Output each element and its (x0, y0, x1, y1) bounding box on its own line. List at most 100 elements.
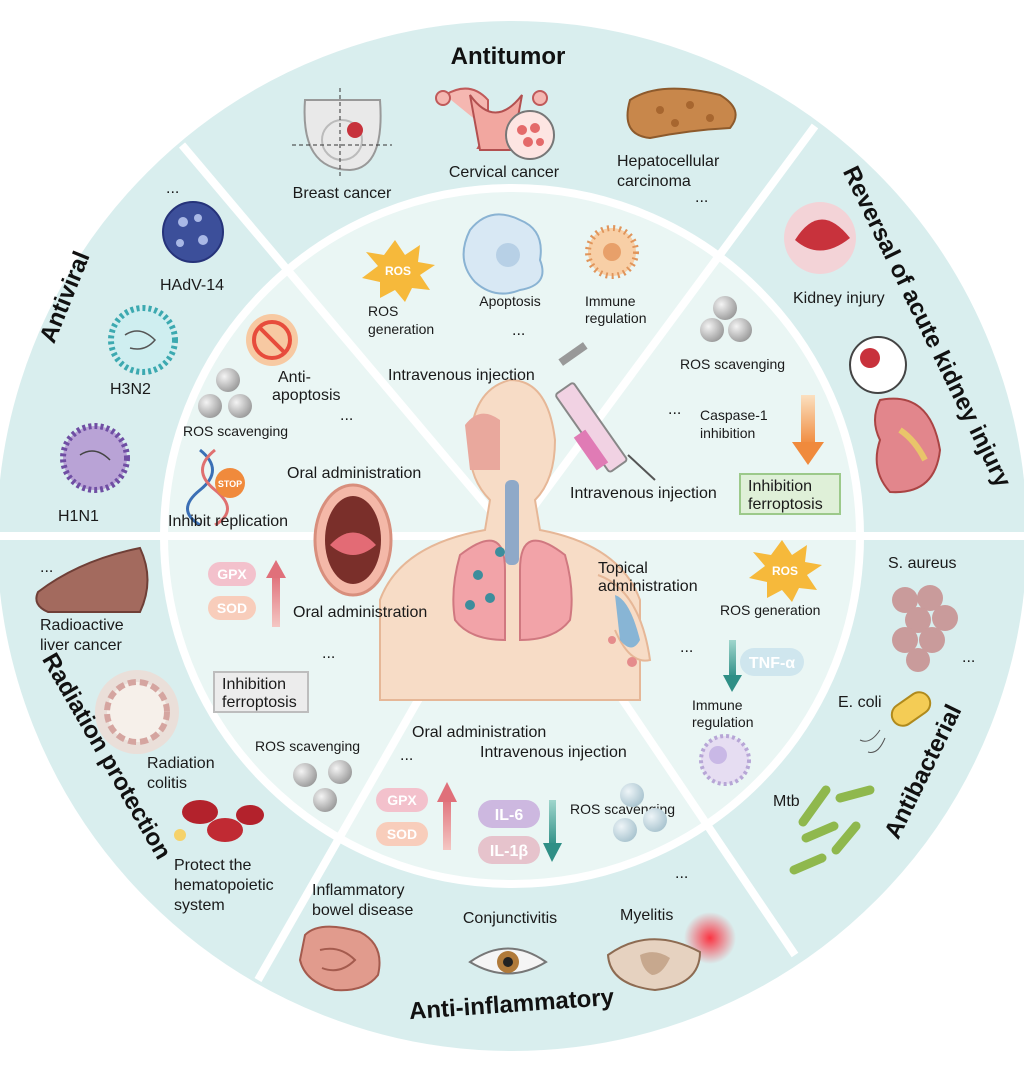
up-arrow-ai (437, 782, 457, 850)
eye-icon (468, 947, 548, 975)
colitis-label-2: colitis (147, 775, 187, 792)
immune-cell-icon (585, 225, 639, 279)
mtb-label: Mtb (773, 793, 800, 810)
aki-inner-more: ... (668, 401, 681, 418)
anti-apoptosis-label-1: Anti- (278, 369, 311, 386)
antiviral-inner-more: ... (340, 407, 353, 424)
hcc-label-2: carcinoma (617, 173, 691, 190)
uterus-icon (435, 87, 555, 160)
liver-radiation-icon (35, 546, 149, 614)
anti-apoptosis-label-2: apoptosis (272, 387, 341, 404)
breast-cancer-label: Breast cancer (293, 185, 392, 202)
antiviral-more: ... (166, 180, 179, 197)
stop-text: STOP (218, 479, 242, 489)
hadv-label: HAdV-14 (160, 277, 224, 294)
ros-scavenger-spheres-ai (613, 783, 667, 842)
ecoli-label: E. coli (838, 694, 882, 711)
sod-pill-ai (376, 822, 428, 846)
colitis-label-1: Radiation (147, 755, 215, 772)
antitumor-more: ... (695, 189, 708, 206)
ai-route-1: Oral administration (412, 724, 546, 741)
ros-scavenger-spheres-rad (293, 760, 352, 812)
ros-badge-text-ab: ROS (772, 564, 798, 578)
aki-ros-label: ROS scavenging (680, 356, 785, 372)
il1b-label: IL-1β (490, 843, 528, 860)
gpx-pill-ai (376, 788, 428, 812)
ab-immune-label-1: Immune (692, 697, 743, 713)
e-coli-icon (859, 691, 932, 753)
radioactive-label-1: Radioactive (40, 617, 124, 634)
intestine-icon (298, 925, 381, 992)
gpx-label-rad: GPX (217, 566, 247, 582)
gpx-pill-rad (208, 562, 256, 586)
kidney-injury-icon (784, 202, 942, 494)
mouth-icon (313, 483, 393, 597)
ros-star-icon-ab: ROS (749, 540, 822, 602)
antiinflammatory-more: ... (675, 865, 688, 882)
mtb-icon (789, 785, 875, 875)
myelitis-label: Myelitis (620, 907, 673, 924)
topical-label-2: administration (598, 578, 698, 595)
rad-ferroptosis-label-1: Inhibition (222, 676, 286, 693)
ros-badge-text: ROS (385, 264, 411, 278)
aki-ferroptosis-label-1: Inhibition (748, 478, 812, 495)
s-aureus-icon (892, 585, 958, 672)
antitumor-inner-more: ... (512, 322, 525, 339)
hema-label-2: hematopoietic (174, 877, 274, 894)
spinal-cord-icon (606, 912, 736, 992)
apoptosis-cell-icon (462, 213, 544, 295)
blood-cells-icon (174, 800, 264, 842)
h1n1-label: H1N1 (58, 508, 99, 525)
dna-stop-icon: STOP (186, 448, 245, 527)
ab-immune-label-2: regulation (692, 714, 754, 730)
hadv-virus-icon (162, 201, 224, 263)
il6-label: IL-6 (495, 807, 524, 824)
antitumor-route: Intravenous injection (388, 367, 535, 384)
h3n2-virus-icon (108, 305, 178, 375)
ros-scavenger-spheres-aki (700, 296, 752, 342)
radioactive-label-2: liver cancer (40, 637, 122, 654)
aki-ferroptosis-box (739, 473, 841, 515)
apoptosis-label: Apoptosis (479, 293, 540, 309)
ab-ros-label: ROS generation (720, 602, 820, 618)
caspase-label-2: inhibition (700, 425, 755, 441)
ibd-label-2: bowel disease (312, 902, 414, 919)
tnf-pill (740, 648, 804, 676)
down-arrow-orange (792, 395, 824, 465)
antiviral-route: Oral administration (287, 465, 421, 482)
sector-dividers (0, 123, 1024, 982)
rad-ferroptosis-label-2: ferroptosis (222, 694, 297, 711)
il1b-pill (478, 836, 540, 864)
aki-ferroptosis-label-2: ferroptosis (748, 496, 823, 513)
breast-icon (292, 88, 392, 178)
kidney-injury-label: Kidney injury (793, 290, 885, 307)
hema-label-3: system (174, 897, 225, 914)
immune-reg-label-1: Immune (585, 293, 636, 309)
radiation-route: Oral administration (293, 604, 427, 621)
macrophage-icon (699, 734, 751, 786)
liver-icon (626, 87, 737, 140)
rad-ferroptosis-box (213, 671, 309, 713)
h3n2-label: H3N2 (110, 381, 151, 398)
ibd-label-1: Inflammatory (312, 882, 404, 899)
radiation-more: ... (40, 559, 53, 576)
cervical-cancer-label: Cervical cancer (449, 164, 560, 181)
syringe-icon (555, 342, 656, 481)
rad-ros-label: ROS scavenging (255, 738, 360, 754)
sod-label-ai: SOD (387, 826, 417, 842)
h1n1-virus-icon (60, 423, 130, 493)
ros-star-icon: ROS (362, 240, 435, 302)
inhibit-replication-label: Inhibit replication (168, 513, 288, 530)
ai-route-2: Intravenous injection (480, 744, 627, 761)
caspase-label-1: Caspase-1 (700, 407, 768, 423)
ros-scavenger-spheres-av (198, 368, 252, 418)
conjunctivitis-label: Conjunctivitis (463, 910, 557, 927)
il6-pill (478, 800, 540, 828)
topical-label-1: Topical (598, 560, 648, 577)
aki-route: Intravenous injection (570, 485, 717, 502)
hema-label-1: Protect the (174, 857, 251, 874)
anti-apoptosis-icon (246, 314, 298, 366)
antibacterial-more: ... (962, 649, 975, 666)
immune-reg-label-2: regulation (585, 310, 647, 326)
